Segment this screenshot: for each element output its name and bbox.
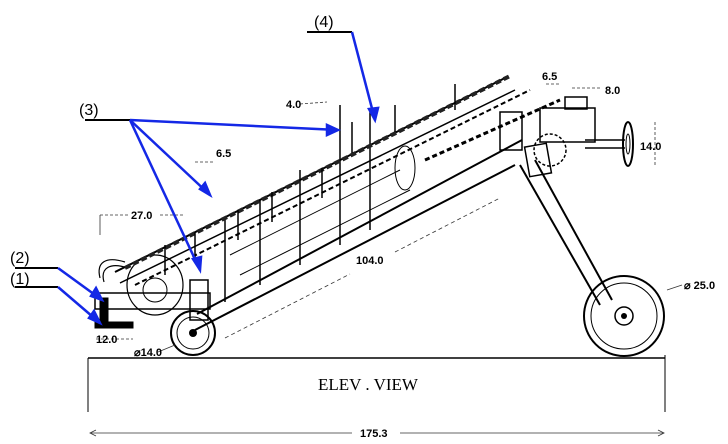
small-wheel	[170, 310, 216, 356]
large-wheel	[583, 275, 665, 357]
callout-arrows	[57, 31, 380, 326]
chain-flights	[164, 84, 456, 275]
callout-2: (2)	[10, 250, 30, 267]
dim-overall-length: 175.3	[360, 428, 388, 440]
dim-motor-width: 8.0	[605, 85, 620, 97]
conveyor-frame	[94, 77, 634, 331]
dim-pulley-height: 14.0	[640, 141, 661, 153]
dim-frame-length: 104.0	[356, 255, 384, 267]
ground-line	[87, 355, 666, 412]
callout-leaders	[15, 31, 352, 288]
dim-large-wheel-dia: ⌀ 25.0	[684, 280, 715, 292]
callout-3: (3)	[79, 102, 99, 119]
dimension-lines	[89, 83, 683, 437]
view-title: ELEV . VIEW	[318, 375, 419, 394]
chain	[124, 74, 561, 286]
dim-top-left-offset: 4.0	[286, 99, 301, 111]
dim-slot-width: 6.5	[216, 148, 231, 160]
callout-4: (4)	[314, 14, 334, 31]
dim-motor-offset: 6.5	[542, 71, 557, 83]
dim-small-wheel-dia: ⌀14.0	[134, 347, 162, 359]
dim-base-width: 12.0	[96, 334, 117, 346]
callout-1: (1)	[10, 271, 30, 288]
dim-height-offset: 27.0	[131, 210, 152, 222]
